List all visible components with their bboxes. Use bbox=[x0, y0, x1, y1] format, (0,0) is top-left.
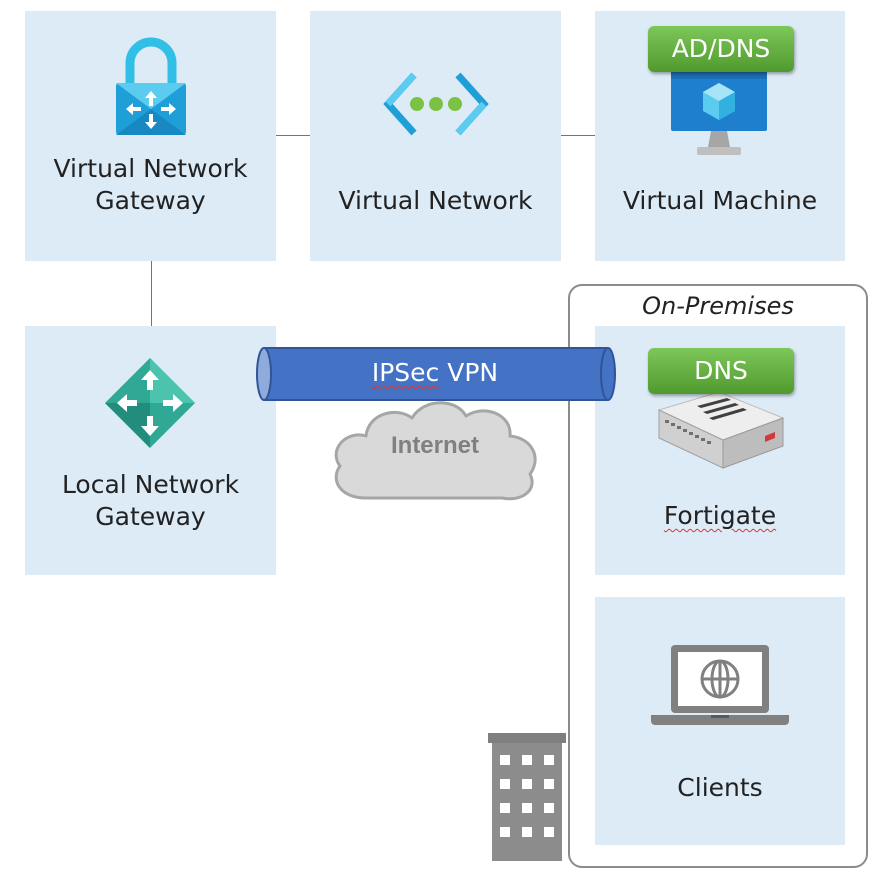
label-local-network-gateway: Local Network Gateway bbox=[61, 470, 240, 531]
monitor-cube-icon bbox=[671, 71, 767, 155]
office-building-icon bbox=[488, 733, 566, 861]
connector-vnet-to-vm bbox=[561, 135, 595, 136]
tile-virtual-network: Virtual Network bbox=[310, 11, 561, 261]
lock-gateway-icon bbox=[116, 37, 186, 135]
virtual-network-icon bbox=[383, 72, 489, 136]
tile-clients: Clients bbox=[595, 597, 845, 845]
router-diamond-icon bbox=[105, 358, 195, 448]
badge-dns: DNS bbox=[648, 348, 794, 394]
label-fortigate-text: Fortigate bbox=[663, 501, 777, 530]
on-premises-title: On-Premises bbox=[642, 292, 794, 320]
tile-virtual-network-gateway: Virtual Network Gateway bbox=[25, 11, 276, 261]
internet-label: Internet bbox=[390, 432, 479, 459]
tile-local-network-gateway: Local Network Gateway bbox=[25, 326, 276, 575]
connector-gateway-to-vnet bbox=[276, 135, 310, 136]
badge-ad-dns: AD/DNS bbox=[648, 26, 794, 72]
vpn-label-prefix: IPSec bbox=[371, 358, 440, 387]
connector-gateway-to-local bbox=[151, 261, 152, 326]
label-virtual-machine: Virtual Machine bbox=[622, 186, 818, 215]
label-clients: Clients bbox=[677, 773, 763, 802]
tile-virtual-machine: Virtual Machine bbox=[595, 11, 845, 261]
vpn-label-suffix: VPN bbox=[439, 358, 499, 387]
cloud-icon bbox=[334, 401, 537, 501]
firewall-appliance-icon bbox=[657, 391, 785, 469]
label-virtual-network: Virtual Network bbox=[338, 186, 533, 215]
label-fortigate: Fortigate bbox=[595, 500, 845, 532]
label-virtual-network-gateway: Virtual Network Gateway bbox=[53, 154, 248, 215]
laptop-globe-icon bbox=[651, 645, 789, 725]
on-premises-container: On-Premises bbox=[568, 284, 868, 868]
vpn-label: IPSec VPN bbox=[290, 356, 580, 390]
vpn-tunnel bbox=[256, 347, 616, 401]
